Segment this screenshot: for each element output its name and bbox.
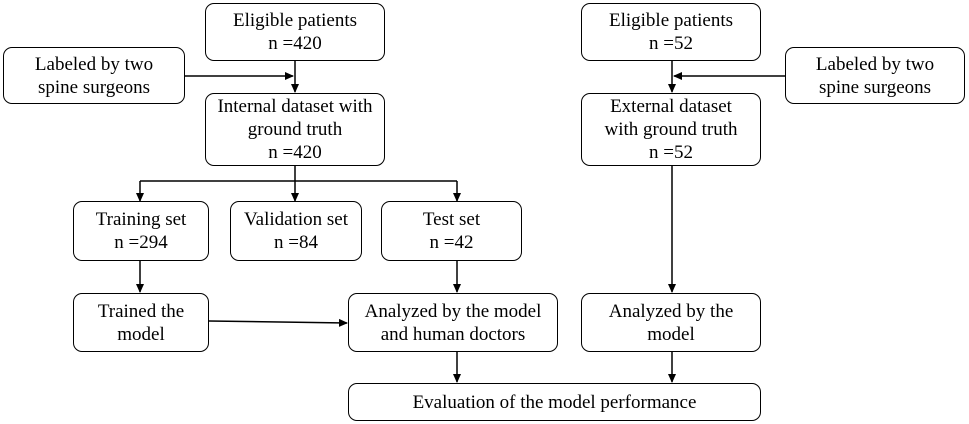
- evaluation-box: Evaluation of the model performance: [348, 383, 761, 421]
- box-line: ground truth: [247, 119, 343, 140]
- box-line: spine surgeons: [818, 76, 932, 98]
- box-line: Labeled by two: [815, 53, 935, 75]
- box-line: Labeled by two: [34, 53, 154, 75]
- box-line: Test set: [422, 209, 481, 230]
- box-line: Evaluation of the model performance: [412, 391, 697, 413]
- box-line: n =52: [649, 142, 693, 163]
- box-line: Internal dataset with: [217, 96, 373, 117]
- box-line: n =294: [114, 232, 168, 253]
- box-line: n =420: [268, 142, 322, 163]
- box-line: n =420: [268, 33, 322, 54]
- box-line: Analyzed by the model: [364, 300, 542, 322]
- box-line: model: [647, 323, 695, 345]
- box-line: Validation set: [244, 209, 348, 230]
- box-line: External dataset: [610, 96, 732, 117]
- box-line: and human doctors: [380, 323, 526, 345]
- box-line: Eligible patients: [608, 10, 733, 31]
- box-line: model: [117, 323, 165, 345]
- box-line: n =84: [274, 232, 318, 253]
- box-line: with ground truth: [604, 119, 738, 140]
- box-line: n =52: [649, 33, 693, 54]
- box-line: Training set: [95, 209, 187, 230]
- box-line: Eligible patients: [232, 10, 357, 31]
- box-line: n =42: [429, 232, 474, 253]
- box-line: Analyzed by the: [608, 300, 734, 322]
- box-line: Trained the: [97, 300, 185, 322]
- box-line: spine surgeons: [37, 76, 151, 98]
- arrow-trained-to-analyzed: [208, 318, 348, 327]
